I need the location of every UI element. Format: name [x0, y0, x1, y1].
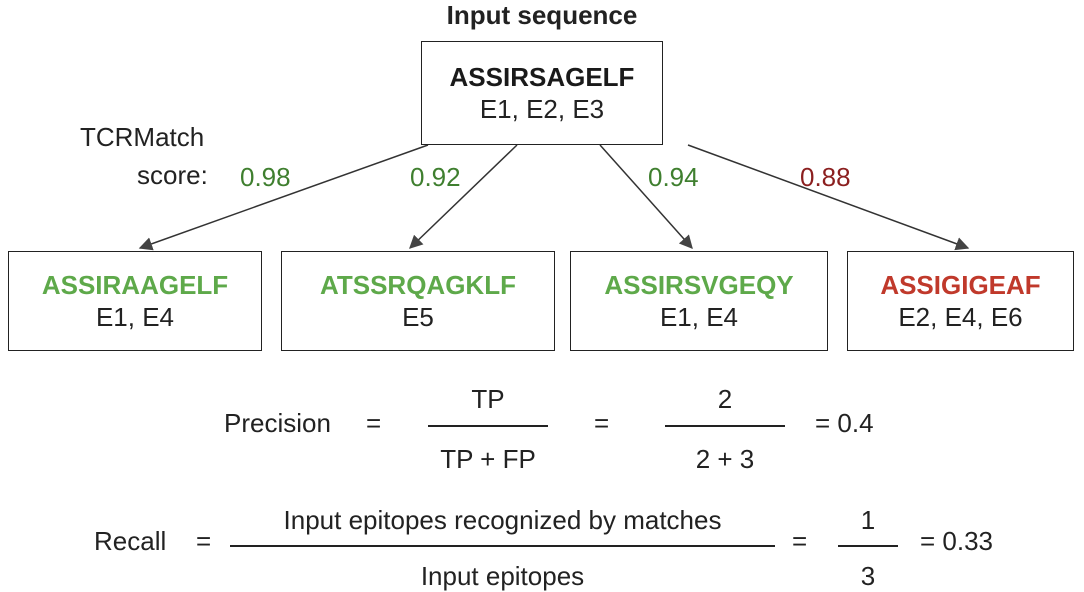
- recall-denominator-2: 3: [860, 561, 876, 591]
- match-box-1: ASSIRAAGELF E1, E4: [8, 251, 262, 351]
- match-epitopes-4: E2, E4, E6: [898, 302, 1023, 332]
- precision-denominator-1: TP + FP: [440, 444, 536, 474]
- match-box-2: ATSSRQAGKLF E5: [281, 251, 555, 351]
- match-epitopes-2: E5: [402, 302, 434, 332]
- score-match-4: 0.88: [800, 162, 851, 192]
- precision-result: = 0.4: [815, 408, 874, 438]
- score-label-line1: TCRMatch: [80, 122, 205, 152]
- recall-label: Recall: [94, 526, 167, 556]
- arrow-to-match-4: [687, 144, 970, 251]
- recall-result: = 0.33: [920, 526, 994, 556]
- input-epitopes: E1, E2, E3: [479, 94, 605, 124]
- precision-denominator-2: 2 + 3: [695, 444, 755, 474]
- match-sequence-2: ATSSRQAGKLF: [320, 270, 516, 300]
- precision-equals-1: =: [366, 408, 382, 438]
- precision-label: Precision: [224, 408, 331, 438]
- recall-equals-2: =: [792, 526, 808, 556]
- match-epitopes-1: E1, E4: [95, 302, 175, 332]
- recall-fraction-bar-1: [230, 545, 775, 547]
- arrow-to-match-3: [599, 144, 693, 250]
- score-match-1: 0.98: [240, 162, 291, 192]
- arrow-to-match-1: [138, 144, 429, 251]
- recall-denominator-1: Input epitopes: [420, 561, 585, 591]
- score-match-2: 0.92: [410, 162, 461, 192]
- input-sequence: ASSIRSAGELF: [449, 62, 635, 92]
- diagram-title: Input sequence: [446, 0, 638, 30]
- input-sequence-box: ASSIRSAGELF E1, E2, E3: [421, 41, 663, 145]
- recall-equals-1: =: [196, 526, 212, 556]
- match-sequence-4: ASSIGIGEAF: [880, 270, 1041, 300]
- score-match-3: 0.94: [648, 162, 699, 192]
- recall-numerator-2: 1: [860, 505, 876, 535]
- recall-fraction-bar-2: [838, 545, 898, 547]
- precision-equals-2: =: [594, 408, 610, 438]
- precision-fraction-bar-2: [665, 425, 785, 427]
- score-label-line2: score:: [137, 160, 208, 190]
- match-sequence-3: ASSIRSVGEQY: [604, 270, 794, 300]
- match-sequence-1: ASSIRAAGELF: [41, 270, 229, 300]
- match-epitopes-3: E1, E4: [659, 302, 739, 332]
- recall-numerator-1: Input epitopes recognized by matches: [283, 505, 722, 535]
- match-box-4: ASSIGIGEAF E2, E4, E6: [847, 251, 1074, 351]
- match-box-3: ASSIRSVGEQY E1, E4: [570, 251, 828, 351]
- arrow-to-match-2: [409, 144, 518, 249]
- precision-numerator-2: 2: [717, 384, 733, 414]
- precision-numerator-1: TP: [471, 384, 505, 414]
- precision-fraction-bar-1: [428, 425, 548, 427]
